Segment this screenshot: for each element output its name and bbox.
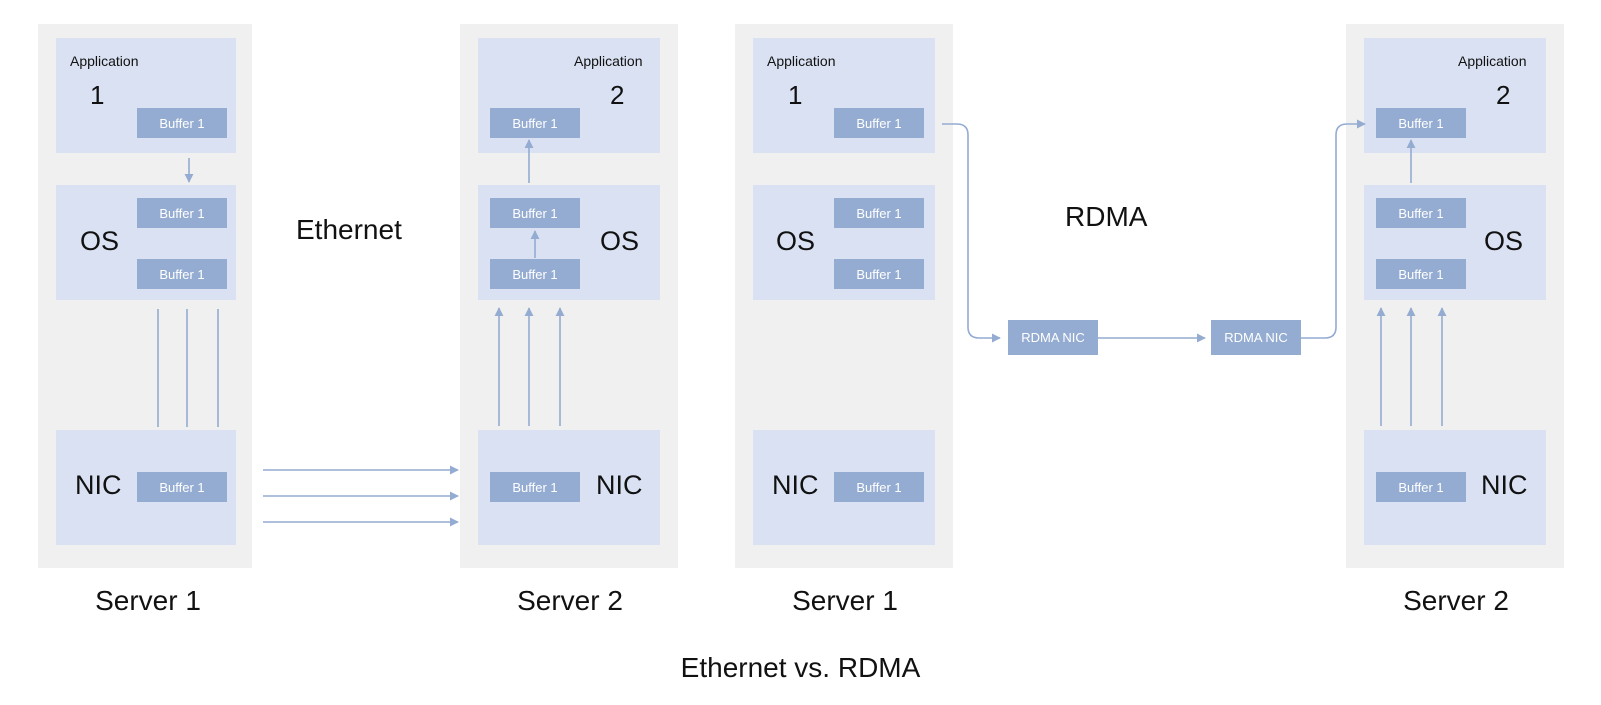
rdma-server2-app-number: 2 [1496,80,1511,110]
rdma-server2-app-buffer: Buffer 1 [1376,108,1466,138]
eth-server1-os-buffer-top: Buffer 1 [137,198,227,228]
rdma-nic-left: RDMA NIC [1008,320,1098,355]
rdma-server1-nic-label: NIC [772,470,819,500]
rdma-server1-os-label: OS [776,226,816,256]
rdma-server2-app-label: Application [1458,53,1527,69]
rdma-server1-app-number: 1 [788,80,803,110]
ethernet-heading: Ethernet [296,214,402,245]
eth-server1-nic-label: NIC [75,470,122,500]
eth-server2-nic-buffer: Buffer 1 [490,472,580,502]
rdma-server2-os-label: OS [1484,226,1524,256]
eth-server2-app-number: 2 [610,80,625,110]
rdma-nic-to-app-arrow [1301,119,1366,339]
rdma-server2-name: Server 2 [1403,585,1509,616]
rdma-server1-app-buffer: Buffer 1 [834,108,924,138]
eth-server2-nic-label: NIC [596,470,643,500]
eth-server1-app-number: 1 [90,80,105,110]
eth-server1-name: Server 1 [95,585,201,616]
eth-server2-app-buffer: Buffer 1 [490,108,580,138]
rdma-server2-nic-label: NIC [1481,470,1528,500]
eth-server1-os-label: OS [80,226,120,256]
rdma-server1-os-buffer-bottom: Buffer 1 [834,259,924,289]
eth-server2-os-label: OS [600,226,640,256]
eth-server1-app-label: Application [70,53,139,69]
eth-server2-os-buffer-top: Buffer 1 [490,198,580,228]
eth-server1-app-buffer: Buffer 1 [137,108,227,138]
rdma-server2-os-buffer-top: Buffer 1 [1376,198,1466,228]
rdma-server2-nic-buffer: Buffer 1 [1376,472,1466,502]
rdma-server1-nic-buffer: Buffer 1 [834,472,924,502]
rdma-server2-os-buffer-bottom: Buffer 1 [1376,259,1466,289]
rdma-nic-right: RDMA NIC [1211,320,1301,355]
rdma-heading: RDMA [1065,201,1148,232]
eth-server1-os-buffer-bottom: Buffer 1 [137,259,227,289]
rdma-server1-name: Server 1 [792,585,898,616]
rdma-server1-os-buffer-top: Buffer 1 [834,198,924,228]
eth-server2-os-buffer-bottom: Buffer 1 [490,259,580,289]
eth-server2-app-label: Application [574,53,643,69]
rdma-server1-app-label: Application [767,53,836,69]
eth-server2-name: Server 2 [517,585,623,616]
eth-server1-nic-buffer: Buffer 1 [137,472,227,502]
diagram-caption: Ethernet vs. RDMA [680,652,921,683]
rdma-app-to-nic-arrow [942,123,1001,343]
